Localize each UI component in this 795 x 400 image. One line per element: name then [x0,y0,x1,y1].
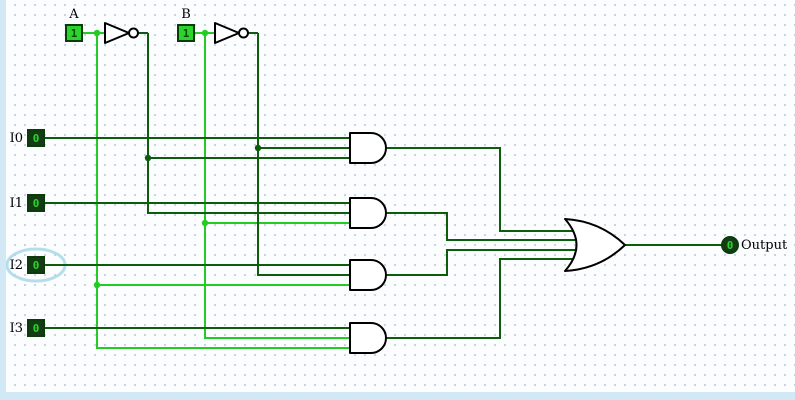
not-gate-a[interactable] [104,22,130,44]
or-gate[interactable] [564,218,626,272]
input-i1-label: I1 [10,196,23,211]
not-gate-a-bubble-icon [128,27,139,39]
wire-and1-to-or [386,147,578,232]
not-gate-b-bubble-icon [238,27,249,39]
wire-and2-to-or [386,212,578,241]
wire-nota-vertical-to-and2 [147,33,350,214]
and-gate-1[interactable] [349,132,387,164]
junction-a-top [93,29,101,37]
wire-a-vertical-to-and4 [96,33,350,349]
input-i3-value: 0 [33,322,40,335]
input-b-label: B [181,7,191,22]
and-gate-4[interactable] [349,322,387,354]
junction-a-and3 [93,281,101,289]
input-i3-label: I3 [10,321,23,336]
input-pin-i3[interactable] [27,319,45,337]
input-i0-label: I0 [10,131,23,146]
and-gate-3[interactable] [349,259,387,291]
input-pin-i0[interactable] [27,129,45,147]
input-a-label: A [68,7,79,22]
input-pin-b[interactable] [177,24,195,42]
output-label: Output [741,238,788,253]
junction-b-top [201,29,209,37]
junction-b-and2 [201,219,209,227]
canvas-left-edge [0,0,6,400]
not-gate-b[interactable] [214,22,240,44]
input-pin-i2[interactable] [27,256,45,274]
input-pin-i1[interactable] [27,194,45,212]
output-value: 0 [727,239,734,252]
and-gate-2[interactable] [349,197,387,229]
canvas-bottom-edge [0,392,795,400]
input-b-value: 1 [183,27,190,40]
input-pin-a[interactable] [65,24,83,42]
wire-and4-to-or [386,258,578,339]
wire-notb-vertical-to-and3 [257,33,350,276]
input-i0-value: 0 [33,132,40,145]
wire-and3-to-or [386,249,578,276]
input-i1-value: 0 [33,197,40,210]
junction-notb-and1 [254,144,262,152]
wire-b-vertical-to-and4 [204,33,350,339]
output-pin[interactable] [721,236,739,254]
input-a-value: 1 [71,27,78,40]
junction-nota-and1 [144,154,152,162]
input-i2-label: I2 [10,258,23,273]
input-i2-value: 0 [33,259,40,272]
